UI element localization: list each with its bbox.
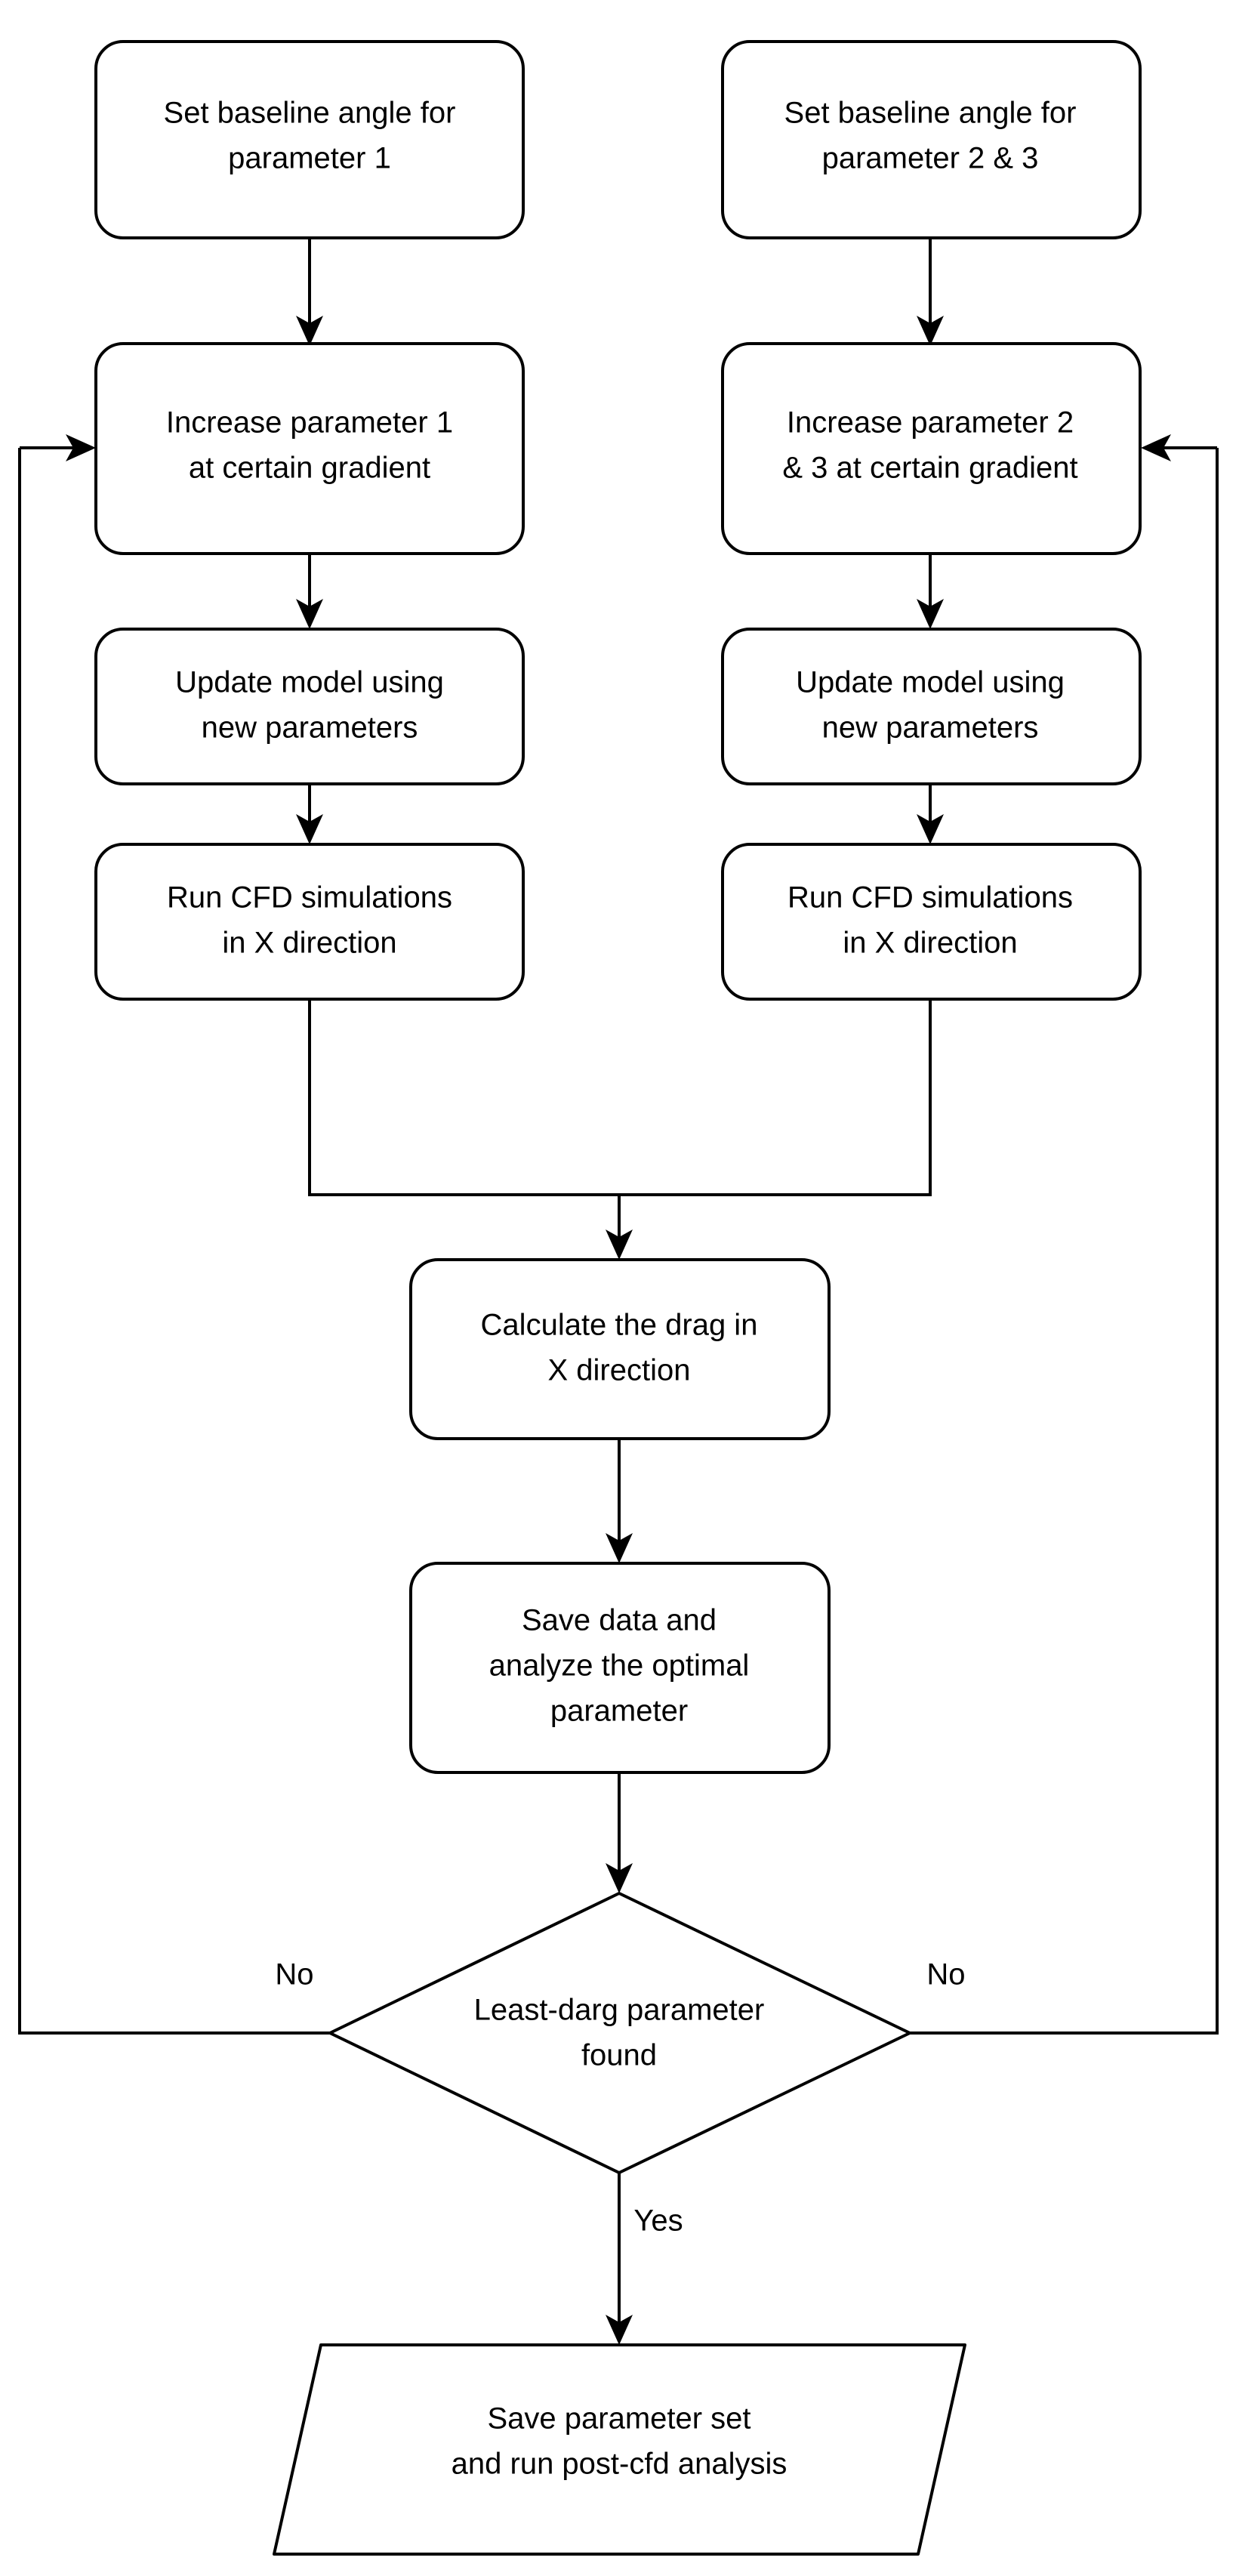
node-label-decision-line1: Least-darg parameter	[474, 1994, 765, 2027]
node-shape-save-analyze[interactable]	[409, 1562, 831, 1774]
node-label-save-parameter-set-line2: and run post-cfd analysis	[452, 2448, 787, 2481]
node-label-calculate-drag-line1: Calculate the drag in	[481, 1309, 758, 1342]
node-label-set-baseline-parameter-1-line1: Set baseline angle for	[164, 97, 456, 130]
node-update-model-left[interactable]: Update model using new parameters	[94, 628, 525, 785]
node-label-update-model-left-line1: Update model using	[175, 666, 444, 699]
node-shape-set-baseline-parameter-2-3[interactable]	[721, 40, 1142, 239]
connector-save-to-decision	[606, 1772, 633, 1893]
node-run-cfd-left[interactable]: Run CFD simulations in X direction	[94, 843, 525, 1001]
node-label-calculate-drag-line2: X direction	[548, 1354, 691, 1387]
node-shape-update-model-left[interactable]	[94, 628, 525, 785]
node-label-increase-parameter-2-3-line2: & 3 at certain gradient	[782, 452, 1077, 485]
connector-yes-to-save-parameter-set	[606, 2173, 633, 2345]
node-label-save-parameter-set-line1: Save parameter set	[487, 2402, 750, 2436]
connector-increase1-to-update-left	[296, 554, 323, 629]
node-label-update-model-right-line1: Update model using	[796, 666, 1065, 699]
node-label-set-baseline-parameter-1-line2: parameter 1	[228, 142, 391, 175]
node-shape-update-model-right[interactable]	[721, 628, 1142, 785]
node-label-increase-parameter-1-line2: at certain gradient	[189, 452, 430, 485]
connector-setbaseline1-to-increase1	[296, 238, 323, 346]
edge-label-no-left: No	[275, 1958, 313, 1991]
node-label-run-cfd-right-line2: in X direction	[843, 927, 1017, 960]
edge-label-no-right: No	[926, 1958, 965, 1991]
node-shape-run-cfd-left[interactable]	[94, 843, 525, 1001]
node-label-run-cfd-right-line1: Run CFD simulations	[787, 881, 1073, 915]
node-label-save-analyze-line3: parameter	[550, 1695, 688, 1728]
node-decision-least-drag[interactable]: Least-darg parameter found	[328, 1892, 911, 2174]
node-label-increase-parameter-1-line1: Increase parameter 1	[166, 406, 453, 440]
node-label-run-cfd-left-line2: in X direction	[222, 927, 396, 960]
node-label-update-model-right-line2: new parameters	[822, 711, 1039, 745]
node-save-analyze[interactable]: Save data and analyze the optimal parame…	[409, 1562, 831, 1774]
node-label-run-cfd-left-line1: Run CFD simulations	[167, 881, 452, 915]
node-run-cfd-right[interactable]: Run CFD simulations in X direction	[721, 843, 1142, 1001]
connector-setbaseline23-to-increase23	[917, 238, 944, 346]
node-label-save-analyze-line2: analyze the optimal	[489, 1649, 750, 1683]
node-update-model-right[interactable]: Update model using new parameters	[721, 628, 1142, 785]
connector-no-right-loop	[910, 434, 1219, 2035]
node-shape-increase-parameter-2-3[interactable]	[721, 342, 1142, 555]
connector-update-right-to-runcfd-right	[917, 784, 944, 844]
node-label-decision-line2: found	[581, 2039, 657, 2072]
node-label-save-analyze-line1: Save data and	[522, 1604, 717, 1637]
node-shape-calculate-drag[interactable]	[409, 1258, 831, 1440]
node-label-update-model-left-line2: new parameters	[202, 711, 418, 745]
connector-increase23-to-update-right	[917, 554, 944, 629]
node-label-set-baseline-parameter-2-3-line2: parameter 2 & 3	[822, 142, 1039, 175]
node-increase-parameter-1[interactable]: Increase parameter 1 at certain gradient	[94, 342, 525, 555]
connector-update-left-to-runcfd-left	[296, 784, 323, 844]
node-increase-parameter-2-3[interactable]: Increase parameter 2 & 3 at certain grad…	[721, 342, 1142, 555]
node-calculate-drag[interactable]: Calculate the drag in X direction	[409, 1258, 831, 1440]
node-shape-increase-parameter-1[interactable]	[94, 342, 525, 555]
node-set-baseline-parameter-2-3[interactable]: Set baseline angle for parameter 2 & 3	[721, 40, 1142, 239]
connector-calculate-to-save	[606, 1439, 633, 1563]
edge-label-yes: Yes	[633, 2204, 683, 2238]
node-shape-set-baseline-parameter-1[interactable]	[94, 40, 525, 239]
node-shape-save-parameter-set[interactable]	[273, 2343, 966, 2556]
connector-merge-to-calculate-drag	[308, 999, 932, 1260]
node-label-increase-parameter-2-3-line1: Increase parameter 2	[787, 406, 1074, 440]
connector-no-left-loop	[18, 434, 330, 2035]
node-label-set-baseline-parameter-2-3-line1: Set baseline angle for	[784, 97, 1077, 130]
node-shape-decision-least-drag[interactable]	[328, 1892, 911, 2174]
node-save-parameter-set[interactable]: Save parameter set and run post-cfd anal…	[273, 2343, 966, 2556]
node-set-baseline-parameter-1[interactable]: Set baseline angle for parameter 1	[94, 40, 525, 239]
node-shape-run-cfd-right[interactable]	[721, 843, 1142, 1001]
